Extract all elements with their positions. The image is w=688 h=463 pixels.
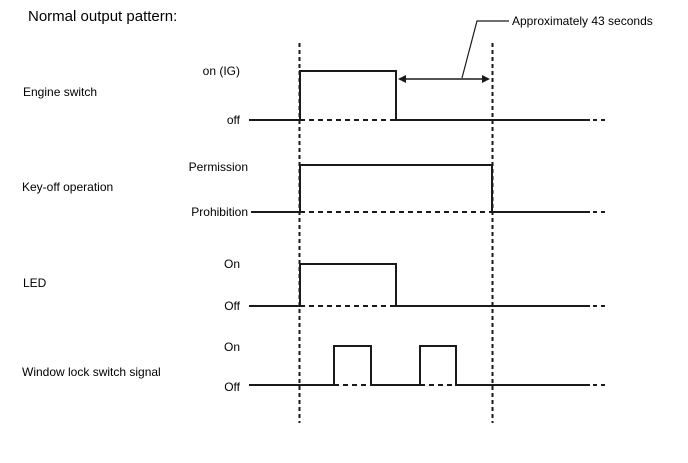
window-lock-switch-signal-trace <box>249 345 590 386</box>
level-label-window-lock-high: On <box>223 340 240 354</box>
row-label-led: LED <box>23 276 47 290</box>
key-off-operation-trace <box>251 164 590 213</box>
duration-annotation: Approximately 43 seconds <box>512 14 653 28</box>
level-label-window-lock-low: Off <box>224 380 240 394</box>
diagram-title: Normal output pattern: <box>28 8 178 25</box>
led-trace <box>249 263 590 307</box>
duration-arrowhead-right <box>482 75 490 83</box>
row-label-key-off-operation: Key-off operation <box>22 180 114 194</box>
level-label-key-off-high: Permission <box>188 160 248 174</box>
annotation-leader-line <box>461 20 509 79</box>
row-label-window-lock-switch-signal: Window lock switch signal <box>22 365 161 379</box>
level-label-engine-switch-low: off <box>226 113 240 127</box>
duration-arrowhead-left <box>398 75 406 83</box>
level-label-led-low: Off <box>224 299 240 313</box>
level-label-key-off-low: Prohibition <box>191 205 248 219</box>
row-label-engine-switch: Engine switch <box>23 85 98 99</box>
engine-switch-trace <box>249 70 590 121</box>
level-label-engine-switch-high: on (IG) <box>202 64 240 78</box>
level-label-led-high: On <box>223 257 240 271</box>
